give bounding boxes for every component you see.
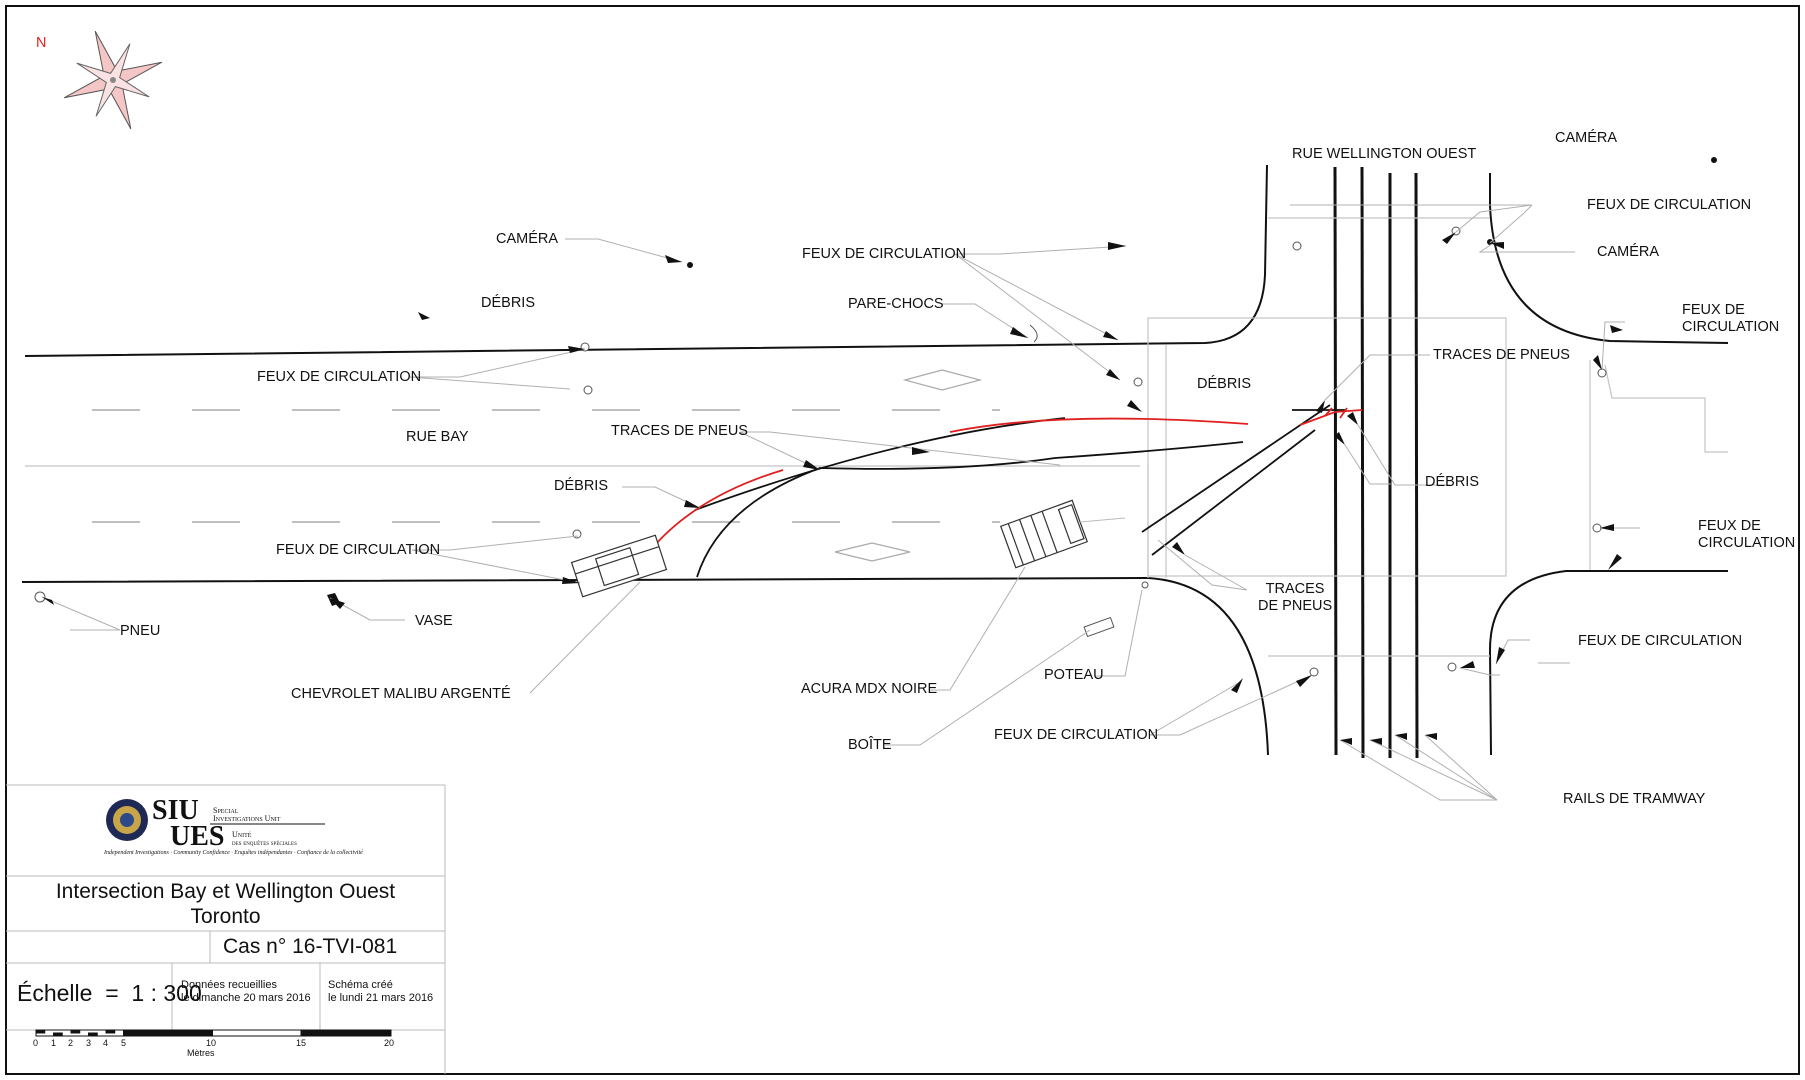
label-rue-wellington: RUE WELLINGTON OUEST [1292,146,1477,162]
logo-unite: Unité [232,830,252,839]
scalebar-tick-5: 5 [121,1038,127,1048]
label-feux-6: FEUX DE CIRCULATION [1578,633,1743,649]
label-pare-chocs: PARE-CHOCS [848,296,944,312]
tire-object-icon [34,591,46,603]
outer-frame [5,5,1800,1075]
traffic-light-icons [572,226,1607,677]
label-traces-2: TRACES DE PNEUS [611,423,748,439]
label-rue-bay: RUE BAY [406,429,469,445]
label-poteau: POTEAU [1044,667,1104,683]
title-line-1: Intersection Bay et Wellington Ouest [55,880,396,903]
label-feux-7: FEUX DE CIRCULATION [1682,302,1780,335]
bumper-object-icon [1029,324,1038,343]
leader-lines [41,204,1640,801]
label-debris-1: DÉBRIS [481,295,535,311]
label-chevrolet: CHEVROLET MALIBU ARGENTÉ [291,686,511,702]
vehicle-chevrolet-malibu [570,534,668,598]
logo-enquetes: des enquêtes spéciales [232,839,297,847]
logo-tagline: Independent Investigations · Community C… [104,850,363,856]
tire-marks-black [694,404,1345,578]
pole-icon [1141,581,1149,589]
scalebar-tick-15: 15 [296,1038,307,1048]
label-feux-2: FEUX DE CIRCULATION [257,369,422,385]
label-acura: ACURA MDX NOIRE [801,681,938,697]
scalebar-tick-4: 4 [103,1038,109,1048]
arrowheads [42,232,1623,745]
logo-siu: SIU [152,795,199,826]
scalebar-unit: Mètres [187,1048,215,1058]
data-collected-line-1: Données recueillies [181,979,277,991]
logo-special: Special [213,806,239,815]
data-collected-line-2: le dimanche 20 mars 2016 [181,992,311,1004]
label-feux-4: FEUX DE CIRCULATION [994,727,1159,743]
label-debris-3: DÉBRIS [554,478,608,494]
label-camera-2: CAMÉRA [1555,130,1618,146]
title-line-2: Toronto [190,905,261,928]
scalebar-tick-2: 2 [68,1038,74,1048]
scalebar-tick-20: 20 [384,1038,395,1048]
created-line-1: Schéma créé [328,979,393,991]
scalebar-tick-0: 0 [33,1038,39,1048]
label-vase: VASE [415,613,453,629]
diamond-markings [834,369,983,562]
label-traces-1: TRACES DE PNEUS [1433,347,1570,363]
scalebar-tick-1: 1 [51,1038,57,1048]
scalebar-tick-10: 10 [206,1038,217,1048]
label-feux-5: FEUX DE CIRCULATION [1587,197,1752,213]
tram-rails [1333,166,1419,759]
label-north: N [36,35,47,51]
label-feux-1: FEUX DE CIRCULATION [802,246,967,262]
road-edges [21,164,1729,756]
box-object-icon [1083,616,1115,638]
label-debris-2: DÉBRIS [1197,376,1251,392]
label-camera-1: CAMÉRA [496,231,559,247]
siu-seal-icon [106,799,148,841]
tire-marks-red [654,407,1363,546]
logo-ues: UES [170,821,225,852]
label-traces-3: TRACES DE PNEUS [1258,581,1333,614]
label-feux-3: FEUX DE CIRCULATION [276,542,441,558]
acura-skid-lines [1079,517,1126,523]
label-camera-3: CAMÉRA [1597,244,1660,260]
scale-bar [35,1029,392,1037]
vehicle-acura-mdx [999,499,1089,569]
label-feux-8: FEUX DE CIRCULATION [1698,518,1796,551]
scalebar-tick-3: 3 [86,1038,92,1048]
scale-ratio: Échelle = 1 : 300 [17,980,202,1006]
label-rails: RAILS DE TRAMWAY [1563,791,1706,807]
compass-rose-icon [63,30,163,130]
created-line-2: le lundi 21 mars 2016 [328,992,434,1004]
logo-investigations: Investigations Unit [213,814,281,823]
faint-lines [25,217,1728,657]
case-number: Cas n° 16-TVI-081 [223,935,398,958]
label-boite: BOÎTE [848,737,892,753]
label-debris-4: DÉBRIS [1425,474,1479,490]
label-pneu: PNEU [120,623,161,639]
